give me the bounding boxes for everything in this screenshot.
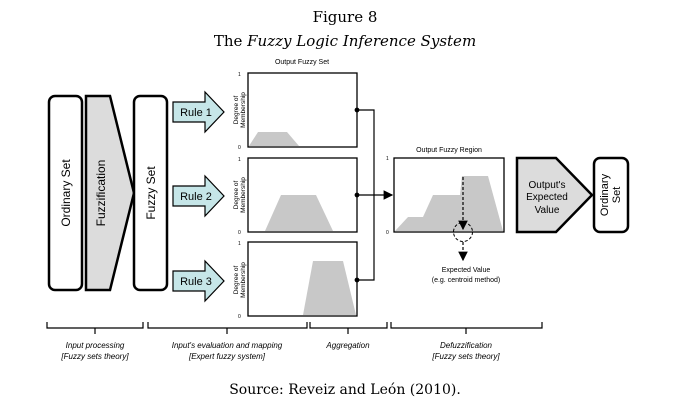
tick-1: 1 (386, 156, 389, 162)
figure-number: Figure 8 (313, 8, 378, 26)
rule-3-label: Rule 3 (180, 276, 212, 288)
bracket-label: Input processing (66, 341, 125, 350)
output-ordinary-set-box (592, 156, 630, 234)
aggregation-connectors (354, 107, 394, 283)
output-region-title: Output Fuzzy Region (416, 147, 482, 154)
centroid-circle (453, 222, 473, 242)
bracket-label: Defuzzification (440, 341, 493, 350)
tick-0: 0 (238, 145, 241, 151)
y-axis-label: Membership (240, 177, 247, 213)
defuzz-label: Expected (526, 192, 568, 203)
aggregated-region (395, 176, 503, 231)
tick-0: 0 (238, 230, 241, 236)
rule-3-arrow: Rule 3 (172, 259, 225, 303)
tick-1: 1 (238, 241, 241, 247)
fuzzification-shape (84, 94, 136, 292)
fuzzification-label: Fuzzification (94, 160, 108, 227)
rule-1-chart: 1 0 Degree of Membership (233, 72, 358, 151)
bracket-label: [Fuzzy sets theory] (60, 352, 129, 361)
rule-3-chart: 1 0 Degree of Membership (233, 241, 358, 320)
tick-1: 1 (238, 72, 241, 78)
rule-1-arrow: Rule 1 (172, 90, 225, 134)
output-fuzzy-set-title: Output Fuzzy Set (275, 59, 329, 66)
fuzzy-set-label: Fuzzy Set (144, 166, 158, 220)
rule-2-chart: 1 0 Degree of Membership (233, 157, 358, 236)
rule-1-label: Rule 1 (180, 107, 212, 119)
tick-0: 0 (238, 314, 241, 320)
expected-value-label: Expected Value (442, 267, 491, 274)
y-axis-label: Degree of (233, 181, 240, 210)
ordinary-set-label: Ordinary Set (59, 159, 73, 227)
y-axis-label: Membership (240, 262, 247, 298)
bracket-label: Input's evaluation and mapping (172, 341, 283, 350)
ordinary-set-box (47, 94, 84, 292)
bracket-label: [Expert fuzzy system] (188, 352, 266, 361)
y-axis-label: Membership (240, 92, 247, 128)
tick-0: 0 (386, 230, 389, 236)
fuzzy-set-box (132, 94, 169, 292)
stage-brackets (46, 322, 543, 334)
output-ordinary-label: Set (611, 187, 623, 204)
figure-source: Source: Reveiz and León (2010). (229, 382, 461, 398)
rule-2-label: Rule 2 (180, 191, 212, 203)
y-axis-label: Degree of (233, 266, 240, 295)
defuzz-label: Output's (529, 180, 566, 191)
bracket-label: Aggregation (325, 341, 370, 350)
rule-2-arrow: Rule 2 (172, 174, 225, 218)
output-ordinary-label: Ordinary (599, 173, 611, 216)
expected-value-method: (e.g. centroid method) (432, 277, 500, 284)
y-axis-label: Degree of (233, 96, 240, 125)
figure-title: The Fuzzy Logic Inference System (214, 32, 476, 50)
defuzz-label: Value (535, 205, 560, 216)
tick-1: 1 (238, 157, 241, 163)
bracket-label: [Fuzzy sets theory] (431, 352, 500, 361)
expected-value-shape (515, 156, 594, 234)
